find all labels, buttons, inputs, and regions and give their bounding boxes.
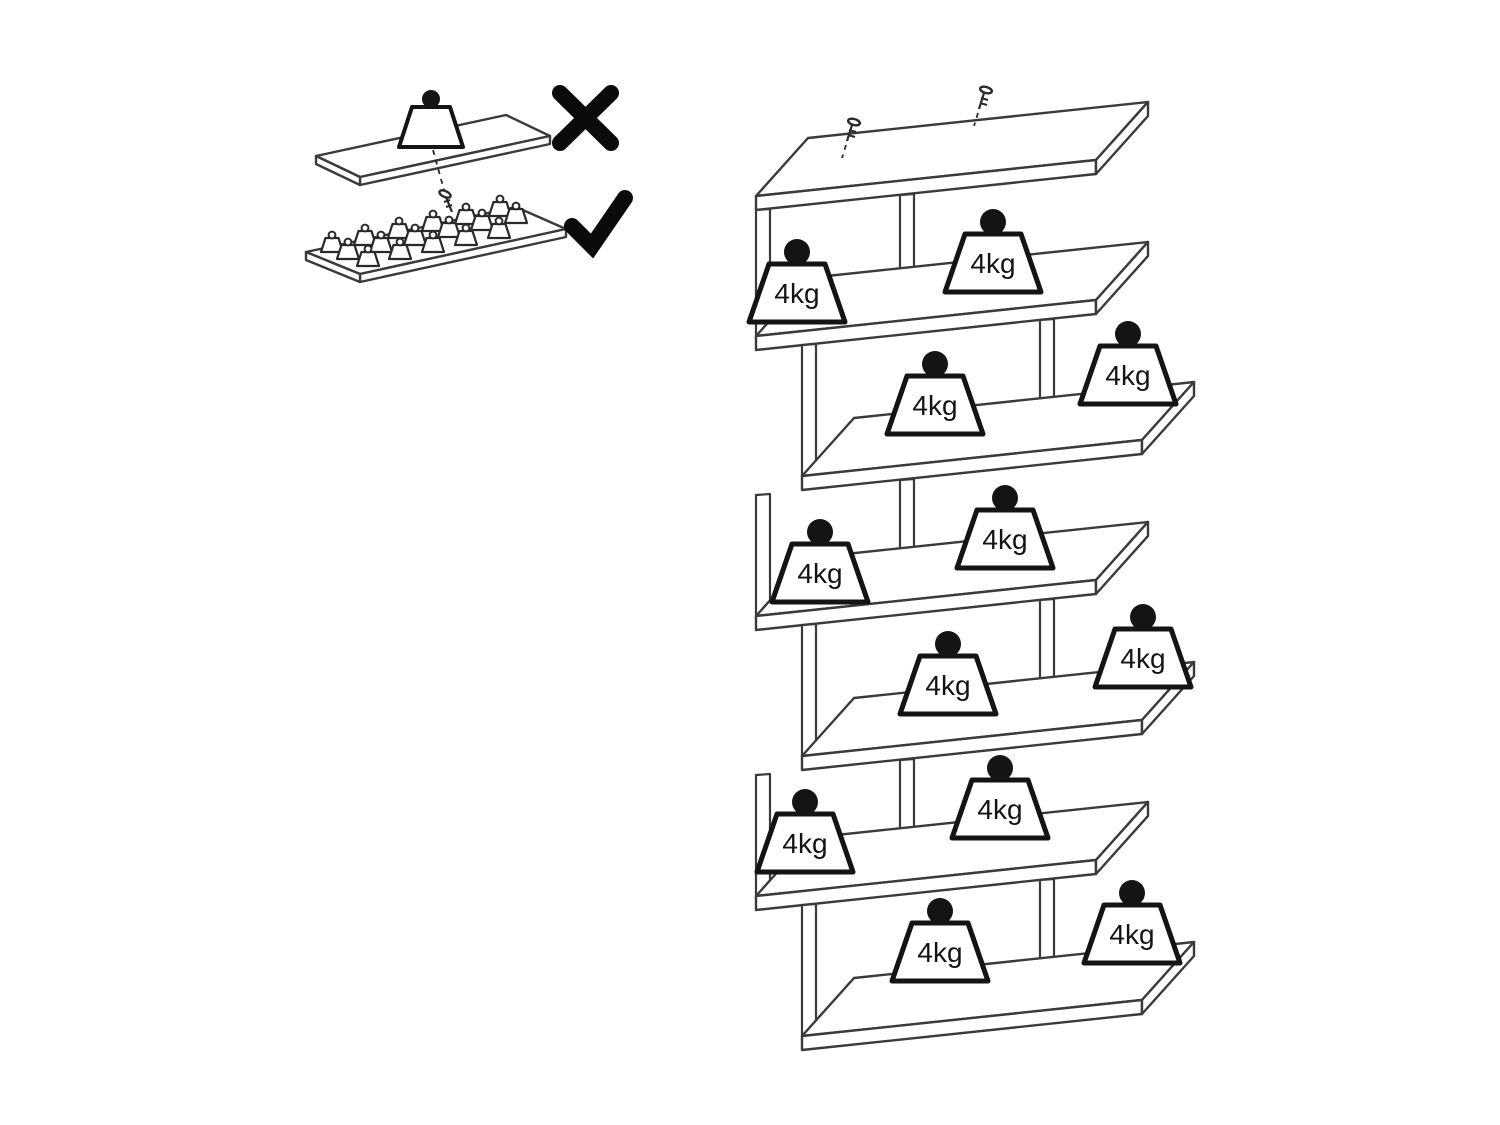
shelf-side-panel [800, 342, 818, 478]
shelf-side-panel [754, 492, 772, 618]
load-point-dashed-line [432, 149, 445, 191]
shelf-base-board [800, 940, 1196, 1052]
weight-label: 4kg [1109, 919, 1154, 950]
max-load-weights: 4kg 4kg 4kg 4kg 4kg 4kg 4kg 4kg [749, 209, 1191, 981]
shelf-top-board [754, 100, 1150, 212]
wrong-load-example [314, 85, 619, 213]
weight-4kg-icon: 4kg [757, 789, 853, 872]
shelf-side-panel [800, 622, 818, 758]
cross-icon [552, 85, 619, 151]
weight-4kg-icon: 4kg [1084, 880, 1180, 963]
correct-load-example [304, 190, 633, 284]
weight-4kg-icon: 4kg [892, 898, 988, 981]
weight-label: 4kg [774, 278, 819, 309]
weight-label: 4kg [925, 670, 970, 701]
weight-4kg-icon: 4kg [1080, 321, 1176, 404]
weight-4kg-icon: 4kg [900, 631, 996, 714]
weight-label: 4kg [1120, 643, 1165, 674]
distributed-shelf-board-end [304, 250, 362, 284]
weight-label: 4kg [912, 390, 957, 421]
weight-label: 4kg [970, 248, 1015, 279]
single-shelf-board-end [314, 154, 362, 187]
weight-label: 4kg [982, 524, 1027, 555]
weight-4kg-icon: 4kg [749, 239, 845, 322]
weight-4kg-icon: 4kg [945, 209, 1041, 292]
screw-icon [973, 85, 994, 127]
screw-icon [841, 117, 862, 159]
single-weight-icon [397, 88, 465, 149]
weight-4kg-icon: 4kg [1095, 604, 1191, 687]
weight-4kg-icon: 4kg [957, 485, 1053, 568]
weight-label: 4kg [797, 558, 842, 589]
weight-label: 4kg [977, 794, 1022, 825]
shelf-side-panel [800, 902, 818, 1038]
weight-label: 4kg [782, 828, 827, 859]
weight-label: 4kg [1105, 360, 1150, 391]
weight-label: 4kg [917, 937, 962, 968]
weight-4kg-icon: 4kg [772, 519, 868, 602]
check-icon [564, 190, 633, 259]
weight-4kg-icon: 4kg [952, 755, 1048, 838]
weight-4kg-icon: 4kg [887, 351, 983, 434]
screw-icon [438, 189, 454, 213]
